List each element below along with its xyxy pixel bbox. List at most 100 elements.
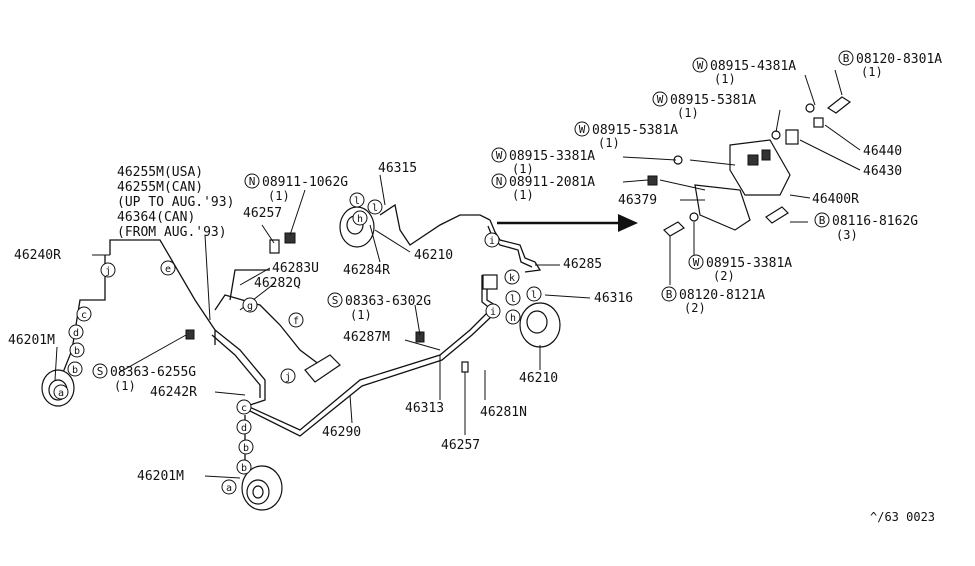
callout-d-1: d — [68, 324, 84, 340]
svg-text:d: d — [241, 423, 247, 434]
callout-d-2: d — [236, 419, 252, 435]
callout-b-2: b — [67, 361, 83, 377]
label-46210-top: 46210 — [414, 248, 453, 263]
svg-text:j: j — [105, 266, 111, 277]
label-46313: 46313 — [405, 401, 444, 416]
svg-text:b: b — [243, 443, 249, 454]
callout-j-2: j — [280, 368, 296, 384]
svg-text:B: B — [843, 52, 850, 65]
callout-c-2: c — [236, 399, 252, 415]
svg-text:(3): (3) — [836, 228, 858, 242]
callout-b-1: b — [69, 342, 85, 358]
svg-text:W: W — [496, 149, 503, 162]
svg-text:08915-4381A: 08915-4381A — [710, 59, 796, 74]
svg-text:S: S — [97, 365, 104, 378]
connector-46257-top — [269, 239, 280, 254]
label-46316: 46316 — [594, 291, 633, 306]
svg-text:a: a — [58, 388, 64, 399]
svg-text:l: l — [531, 290, 537, 301]
fastener-w-08915-5381a-lower: W 08915-5381A (1) — [574, 121, 678, 150]
bracket-46379 — [694, 184, 751, 231]
svg-text:S: S — [332, 294, 339, 307]
label-46290: 46290 — [322, 425, 361, 440]
connector-46257-bottom — [461, 361, 469, 373]
label-46315: 46315 — [378, 161, 417, 176]
fitting-46440 — [813, 117, 824, 128]
svg-text:(2): (2) — [684, 301, 706, 315]
bolt-08116-8162G — [765, 206, 789, 224]
label-46285: 46285 — [563, 257, 602, 272]
svg-text:i: i — [489, 236, 495, 247]
direction-arrow — [497, 214, 638, 232]
fastener-b-08120-8121a: B 08120-8121A (2) — [661, 286, 765, 315]
svg-text:(1): (1) — [677, 106, 699, 120]
callout-f-1: f — [288, 312, 304, 328]
callout-l-3: l — [505, 290, 521, 306]
part-labels: 46255M(USA) 46255M(CAN) (UP TO AUG.'93) … — [8, 144, 902, 484]
svg-text:b: b — [241, 463, 247, 474]
callout-a-1: a — [53, 384, 69, 400]
label-46364-can-note: (FROM AUG.'93) — [117, 225, 227, 240]
plug-46430 — [785, 129, 799, 145]
label-46255m-can-note: (UP TO AUG.'93) — [117, 195, 234, 210]
bolt-08363-6255G — [185, 329, 195, 340]
label-46283u: 46283U — [272, 261, 319, 276]
svg-text:f: f — [293, 316, 299, 327]
svg-text:08911-2081A: 08911-2081A — [509, 175, 595, 190]
svg-text:c: c — [241, 403, 247, 414]
callout-e-1: e — [160, 260, 176, 276]
svg-text:h: h — [510, 313, 516, 324]
svg-text:W: W — [657, 93, 664, 106]
nut-08911-1062G — [284, 232, 296, 244]
svg-text:l: l — [510, 294, 516, 305]
callout-i-1: i — [484, 232, 500, 248]
fastener-n-08911-1062g: N 08911-1062G (1) — [244, 173, 348, 203]
left-front-caliper — [241, 465, 283, 511]
svg-text:(1): (1) — [861, 65, 883, 79]
svg-text:(1): (1) — [512, 162, 534, 176]
svg-text:b: b — [74, 346, 80, 357]
callout-l-2: l — [367, 199, 383, 215]
valve-assembly — [647, 96, 852, 237]
fastener-w-08915-4381a: W 08915-4381A (1) — [692, 57, 796, 86]
svg-text:08915-3381A: 08915-3381A — [706, 256, 792, 271]
label-46440: 46440 — [863, 144, 902, 159]
callout-l-1: l — [349, 192, 365, 208]
label-46400r: 46400R — [812, 192, 859, 207]
left-brake-line-group — [59, 239, 493, 470]
label-46284r: 46284R — [343, 263, 390, 278]
fastener-n-08911-2081a: N 08911-2081A (1) — [491, 173, 595, 202]
svg-text:08911-1062G: 08911-1062G — [262, 175, 348, 190]
label-46282q: 46282Q — [254, 276, 301, 291]
svg-text:(2): (2) — [713, 269, 735, 283]
fastener-b-08120-8301a: B 08120-8301A (1) — [838, 50, 942, 79]
fastener-w-08915-3381a-upper: W 08915-3381A (1) — [491, 147, 595, 176]
callout-h-2: h — [505, 309, 521, 325]
fastener-w-08915-3381a-lower: W 08915-3381A (2) — [688, 254, 792, 283]
callout-l-4: l — [526, 286, 542, 302]
svg-text:N: N — [496, 175, 503, 188]
callout-c-1: c — [76, 306, 92, 322]
svg-text:d: d — [73, 328, 79, 339]
bracket-46282q — [304, 354, 341, 383]
svg-text:(1): (1) — [714, 72, 736, 86]
callout-k-1: k — [504, 269, 520, 285]
svg-text:j: j — [285, 372, 291, 383]
svg-text:08363-6302G: 08363-6302G — [345, 294, 431, 309]
svg-text:k: k — [509, 273, 515, 284]
svg-text:e: e — [165, 264, 171, 275]
label-46287m: 46287M — [343, 330, 390, 345]
fastener-s-08363-6255g: S 08363-6255G (1) — [92, 363, 196, 393]
svg-text:08116-8162G: 08116-8162G — [832, 214, 918, 229]
svg-text:08120-8121A: 08120-8121A — [679, 288, 765, 303]
label-46257-top: 46257 — [243, 206, 282, 221]
svg-text:N: N — [249, 175, 256, 188]
svg-text:08363-6255G: 08363-6255G — [110, 365, 196, 380]
label-46210-right: 46210 — [519, 371, 558, 386]
label-46201m-bottom: 46201M — [137, 469, 184, 484]
callout-b-4: b — [236, 459, 252, 475]
label-46255m-usa: 46255M(USA) — [117, 165, 203, 180]
label-46379: 46379 — [618, 193, 657, 208]
svg-text:a: a — [226, 483, 232, 494]
